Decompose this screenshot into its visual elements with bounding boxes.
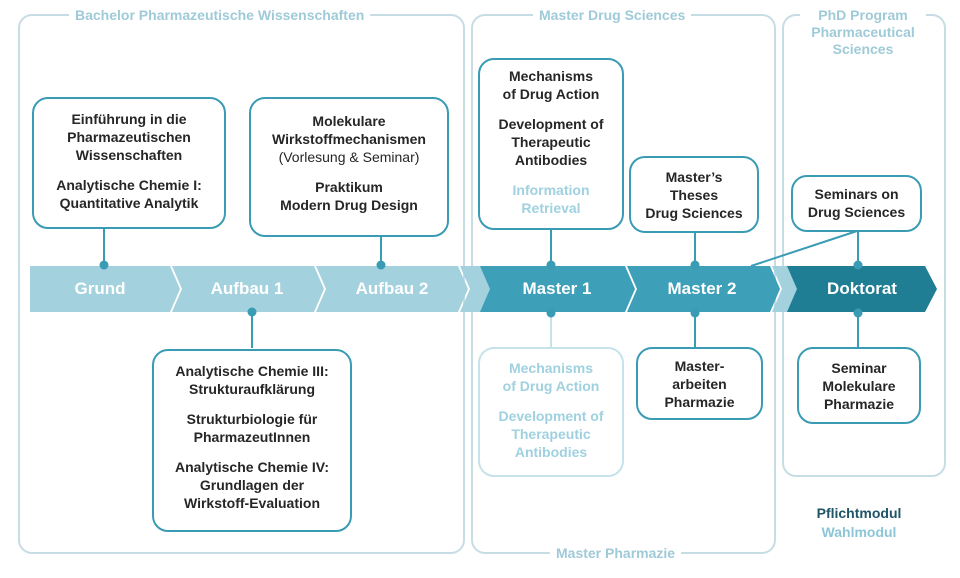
stage-arrow-aufbau-1 [172, 266, 324, 312]
connector-dot [376, 260, 386, 270]
module-line: Molekulare [312, 113, 386, 129]
module-box-master-2-theses: Master’s Theses Drug Sciences [629, 156, 759, 233]
module-box-master-1-drug-sciences: Mechanisms of Drug Action Development of… [478, 58, 624, 230]
module-line: Antibodies [514, 152, 588, 168]
phd-title-line: Sciences [832, 41, 894, 57]
module-line: Wissenschaften [75, 147, 183, 163]
module-line: Molekulare [822, 378, 896, 394]
module-line: Wirkstoff-Evaluation [184, 495, 320, 511]
module-line-elective: Therapeutic [511, 426, 591, 442]
module-line: Master- [674, 358, 725, 374]
module-line-elective: Retrieval [521, 200, 581, 216]
module-line-elective: of Drug Action [502, 378, 600, 394]
module-line: Strukturaufklärung [188, 381, 315, 397]
module-box-aufbau-1: Analytische Chemie III: Strukturaufkläru… [152, 349, 352, 532]
module-line: PharmazeutInnen [193, 429, 311, 445]
stage-arrow-doktorat [787, 266, 937, 312]
stage-label-master-1: Master 1 [522, 279, 592, 298]
phd-title-line: PhD Program [818, 7, 908, 23]
connector-dot [690, 260, 700, 270]
module-box-doktorat-seminar-pharmazie: Seminar Molekulare Pharmazie [797, 347, 921, 424]
module-line: Analytische Chemie III: [175, 363, 329, 379]
module-line-elective: Information [512, 182, 590, 198]
stage-label-master-2: Master 2 [667, 279, 737, 298]
master-drug-sciences-title: Master Drug Sciences [533, 7, 692, 24]
module-line: Pharmazie [823, 396, 895, 412]
module-line: Quantitative Analytik [59, 195, 199, 211]
module-line: Drug Sciences [807, 204, 906, 220]
connector-dot [853, 260, 863, 270]
module-line: Mechanisms [508, 68, 594, 84]
connector-dot [247, 307, 257, 317]
module-line: (Vorlesung & Seminar) [278, 149, 420, 165]
legend-elective: Wahlmodul [821, 524, 897, 540]
module-line: Analytische Chemie IV: [174, 459, 330, 475]
module-line: Seminar [831, 360, 887, 376]
stage-label-grund: Grund [74, 279, 126, 298]
module-line: Drug Sciences [645, 205, 743, 221]
module-line: Seminars on [814, 186, 899, 202]
bachelor-section-title: Bachelor Pharmazeutische Wissenschaften [69, 7, 371, 24]
module-line: Therapeutic [511, 134, 591, 150]
phd-title-line: Pharmaceutical [811, 24, 915, 40]
legend-required: Pflichtmodul [816, 505, 902, 521]
master-pharmazie-title: Master Pharmazie [550, 545, 682, 562]
module-line: Einführung in die [71, 111, 187, 127]
connector-dot [99, 260, 109, 270]
connector-dot [853, 308, 863, 318]
connector-dot [546, 308, 556, 318]
stage-arrow-master-2 [627, 266, 780, 312]
module-line: Theses [669, 187, 719, 203]
phd-section-title: PhD Program Pharmaceutical Sciences [800, 7, 926, 58]
module-line-elective: Mechanisms [508, 360, 594, 376]
stage-arrow-master-1 [480, 266, 635, 312]
connector-dot [690, 308, 700, 318]
module-line-elective: Development of [498, 408, 604, 424]
module-line: arbeiten [672, 376, 727, 392]
stage-label-doktorat: Doktorat [827, 279, 897, 298]
module-line: Development of [498, 116, 604, 132]
module-line: Praktikum [315, 179, 383, 195]
module-line: Modern Drug Design [280, 197, 418, 213]
stage-label-aufbau-1: Aufbau 1 [210, 279, 284, 298]
module-line: Master’s [665, 169, 723, 185]
connector-line [750, 230, 858, 267]
module-box-master-2-pharmazie: Master- arbeiten Pharmazie [636, 347, 763, 420]
module-box-grund: Einführung in die Pharmazeutischen Wisse… [32, 97, 226, 229]
module-box-doktorat-seminars: Seminars on Drug Sciences [791, 175, 922, 232]
module-line: Grundlagen der [199, 477, 305, 493]
module-line: Pharmazeutischen [67, 129, 191, 145]
module-box-aufbau-2: Molekulare Wirkstoffmechanismen (Vorlesu… [249, 97, 449, 237]
module-line: Analytische Chemie I: [56, 177, 202, 193]
stage-label-aufbau-2: Aufbau 2 [355, 279, 429, 298]
stage-arrow-aufbau-2 [316, 266, 468, 312]
module-line: Wirkstoffmechanismen [272, 131, 426, 147]
module-line: of Drug Action [502, 86, 600, 102]
module-line: Strukturbiologie für [186, 411, 318, 427]
module-box-master-1-pharmazie: Mechanisms of Drug Action Development of… [478, 347, 624, 477]
connector-dot [546, 260, 556, 270]
module-line-elective: Antibodies [514, 444, 588, 460]
module-line: Pharmazie [664, 394, 735, 410]
stage-arrow-grund [30, 266, 180, 312]
